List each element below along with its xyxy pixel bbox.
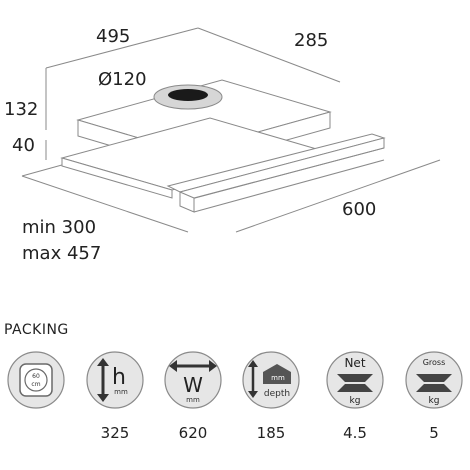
gross-unit: Gross [423, 358, 446, 367]
dim-height: 132 [4, 99, 39, 120]
height-icon: h mm [86, 351, 144, 409]
net-unit: Net [344, 356, 365, 370]
dim-line-depth [197, 27, 341, 83]
packing-icons: 60 cm h mm W mm mm depth Net kg [0, 350, 470, 470]
dim-line-width [45, 27, 199, 69]
dim-diameter: Ø120 [98, 69, 147, 90]
gross-weight-icon: Gross kg [405, 351, 463, 409]
dim-max: max 457 [22, 243, 102, 264]
depth-value: 185 [256, 424, 286, 442]
hood-slide-lower [193, 159, 385, 213]
width-unit: W [183, 373, 203, 397]
dim-line-min-max [21, 175, 189, 233]
height-sub: mm [114, 388, 128, 396]
box-sub-2: cm [31, 381, 40, 388]
dim-width: 495 [96, 26, 131, 47]
net-weight-value: 4.5 [343, 424, 367, 442]
packing-title: PACKING [4, 322, 69, 338]
width-icon: W mm [164, 351, 222, 409]
depth-unit: mm [271, 374, 285, 382]
width-sub: mm [186, 396, 200, 404]
height-value: 325 [100, 424, 130, 442]
dim-depth: 285 [294, 30, 329, 51]
width-value: 620 [178, 424, 208, 442]
height-unit: h [112, 365, 126, 390]
net-sub: kg [350, 396, 361, 406]
depth-sub: depth [264, 389, 290, 399]
dim-min: min 300 [22, 217, 97, 238]
box-sub-1: 60 [32, 373, 40, 380]
gross-sub: kg [429, 396, 440, 406]
exhaust-outlet-inner [168, 89, 208, 101]
depth-icon: mm depth [242, 351, 300, 409]
box-icon: 60 cm [7, 351, 65, 409]
dim-front-height: 40 [12, 135, 35, 156]
net-weight-icon: Net kg [326, 351, 384, 409]
gross-weight-value: 5 [429, 424, 439, 442]
hood-drawing [21, 27, 441, 233]
dim-extended-depth: 600 [342, 199, 377, 220]
hood-base-front [61, 157, 173, 199]
hood-slide-rail [193, 147, 385, 199]
dim-line-extended [235, 159, 441, 233]
